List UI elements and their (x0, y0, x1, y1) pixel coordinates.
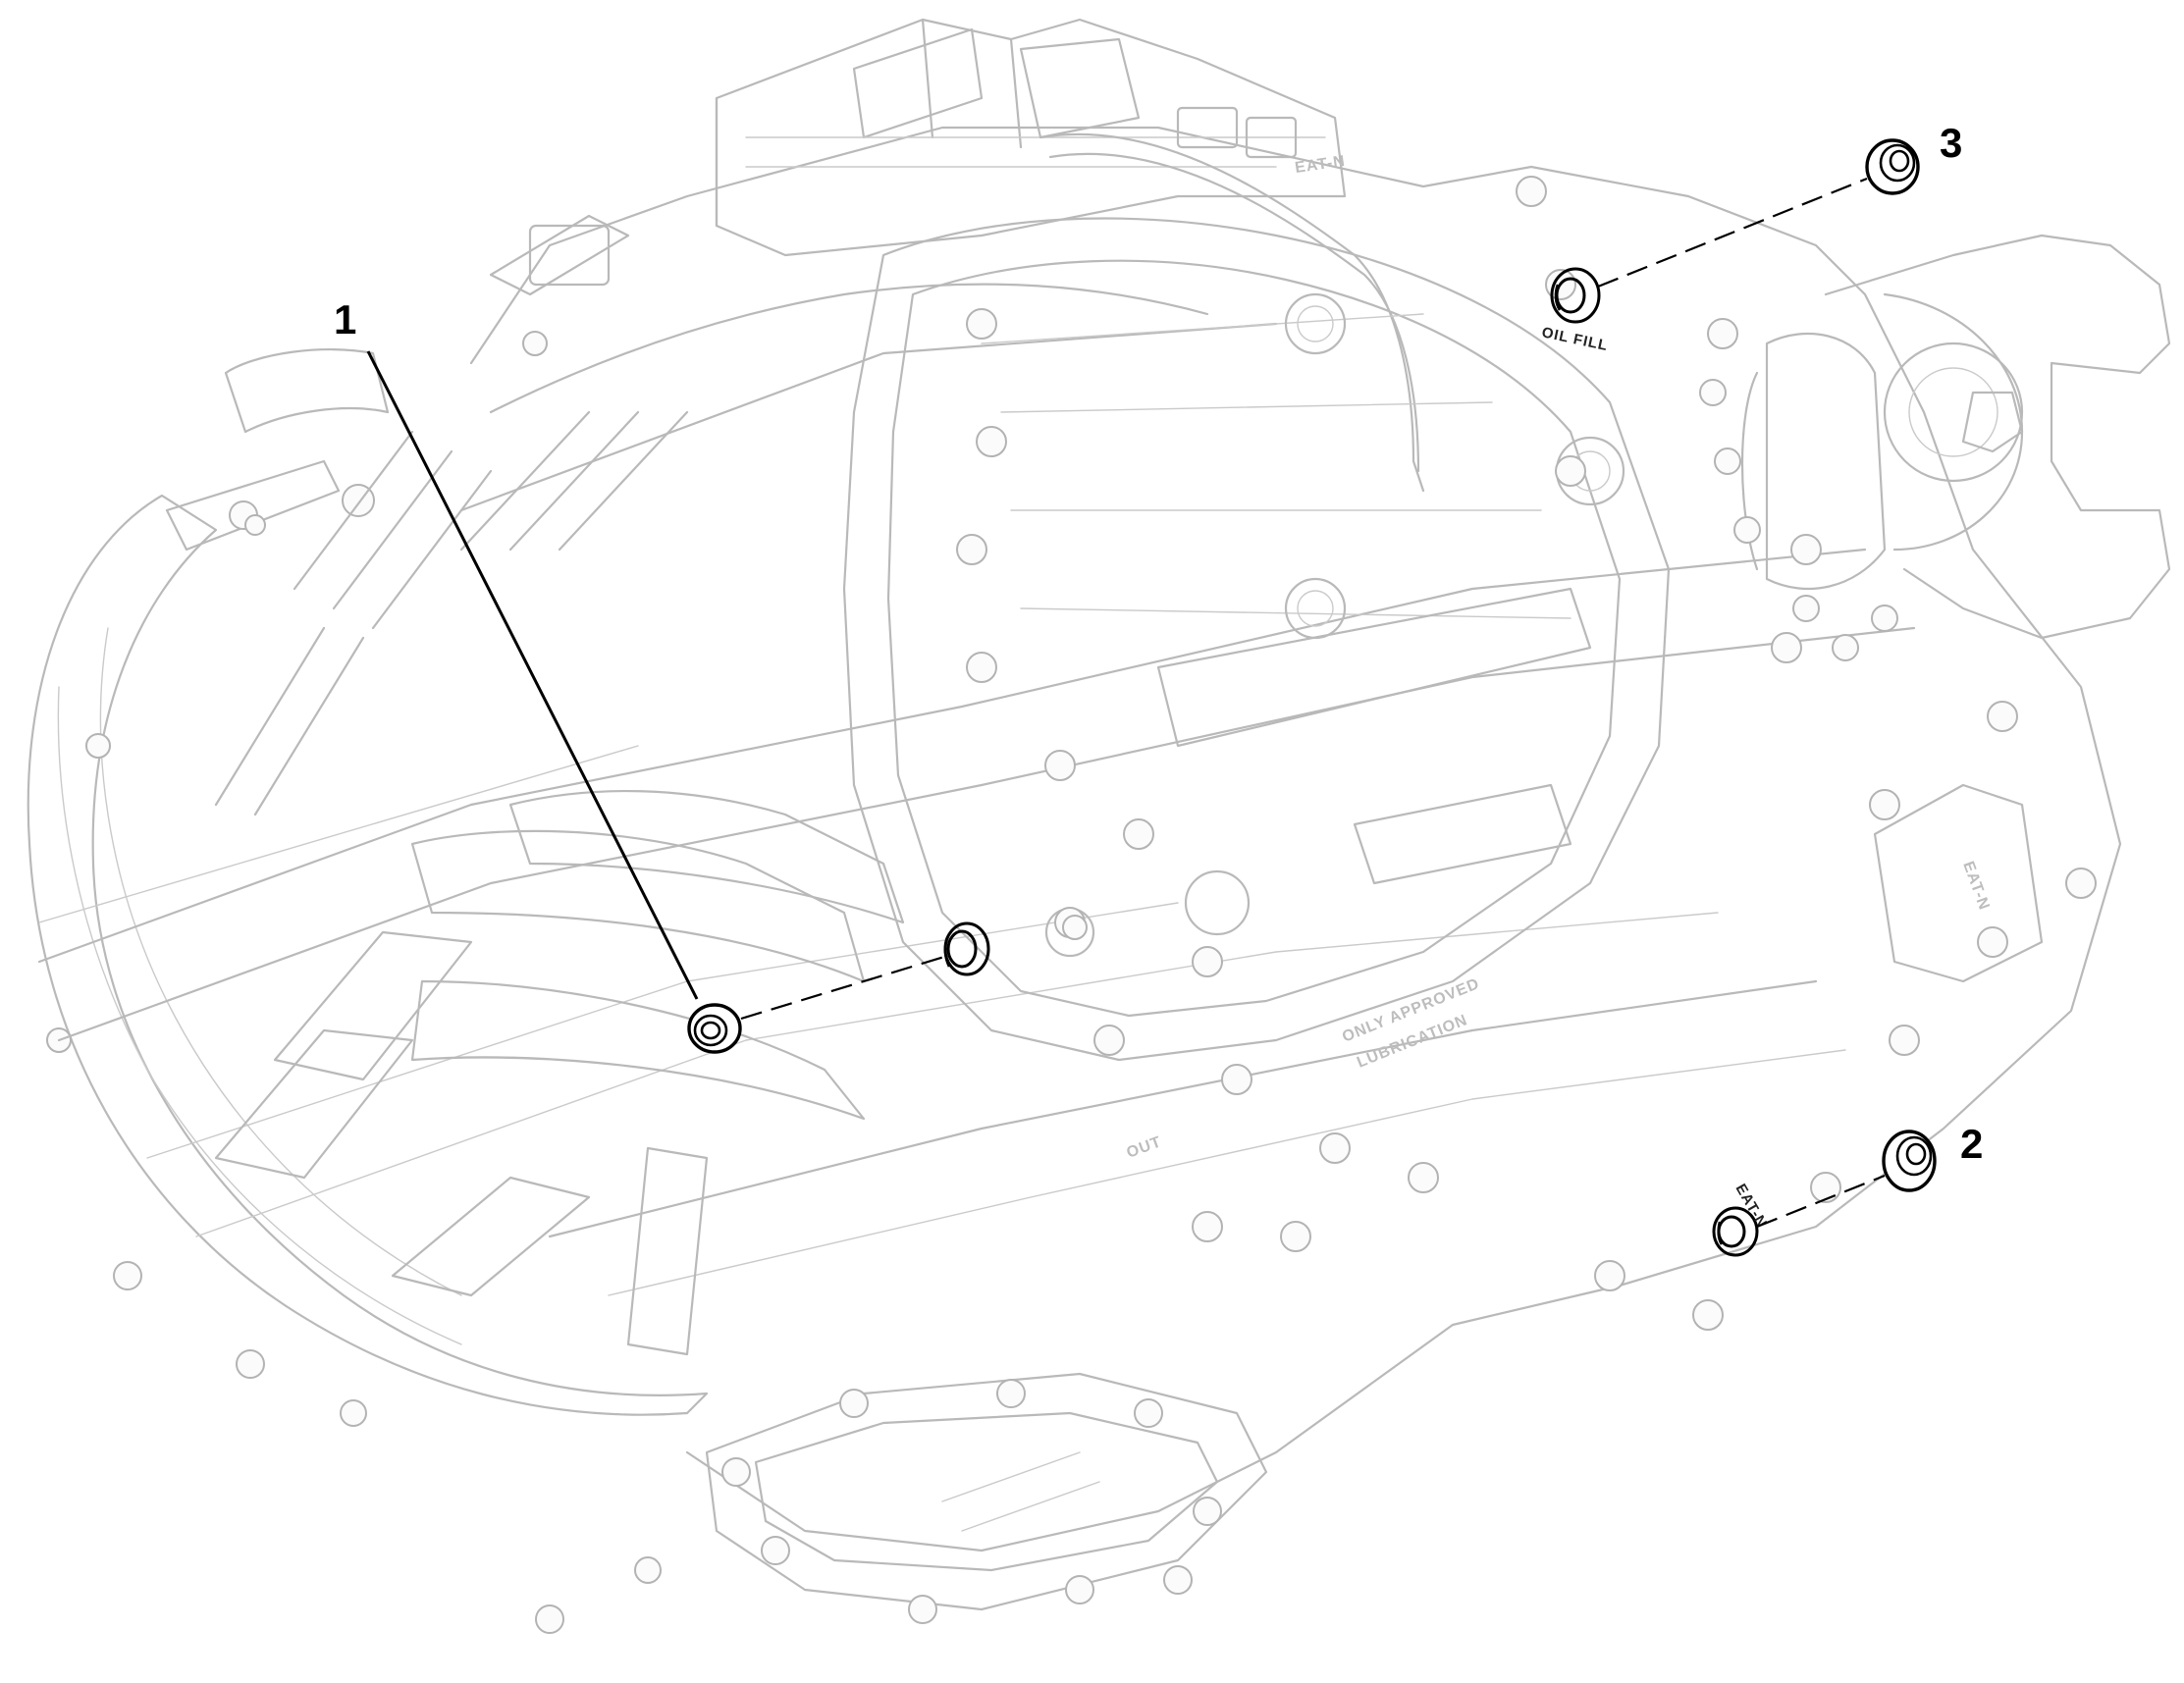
eaton-engraving: EAT-N (1294, 153, 1347, 177)
transmission-housing: EAT-N EAT-N ONLY APPROVED LUBRICATION OU… (27, 18, 2171, 1634)
clutch-housing (27, 348, 709, 1634)
drain-port (943, 921, 990, 976)
side-cover-engraving: EAT-N (1959, 860, 1993, 914)
plug-2-port: EAT-N (1712, 1182, 1771, 1257)
oil-fill-engraving: OIL FILL (1540, 324, 1610, 354)
flange-bolts (956, 176, 2097, 1331)
callout-2-label: 2 (1960, 1121, 1983, 1167)
gear-housing (842, 217, 1671, 1062)
control-module (489, 18, 1425, 493)
side-cover: EAT-N (1873, 783, 2044, 983)
out-engraving: OUT (1125, 1133, 1164, 1162)
fill-plug (1865, 138, 1920, 195)
callout-1-label: 1 (334, 296, 356, 342)
drain-plug-assembly-line (740, 955, 945, 1021)
plug-2-assembly-line (1756, 1174, 1886, 1229)
fill-plug-assembly-line (1597, 177, 1868, 289)
housing-ribs (214, 410, 905, 1356)
callout-1-leader (366, 350, 699, 1000)
drain-plug (687, 1003, 742, 1054)
output-yoke (1699, 234, 2171, 661)
plug-2 (1882, 1130, 1937, 1192)
callout-3-label: 3 (1940, 120, 1962, 166)
pto-cover (705, 1372, 1268, 1624)
